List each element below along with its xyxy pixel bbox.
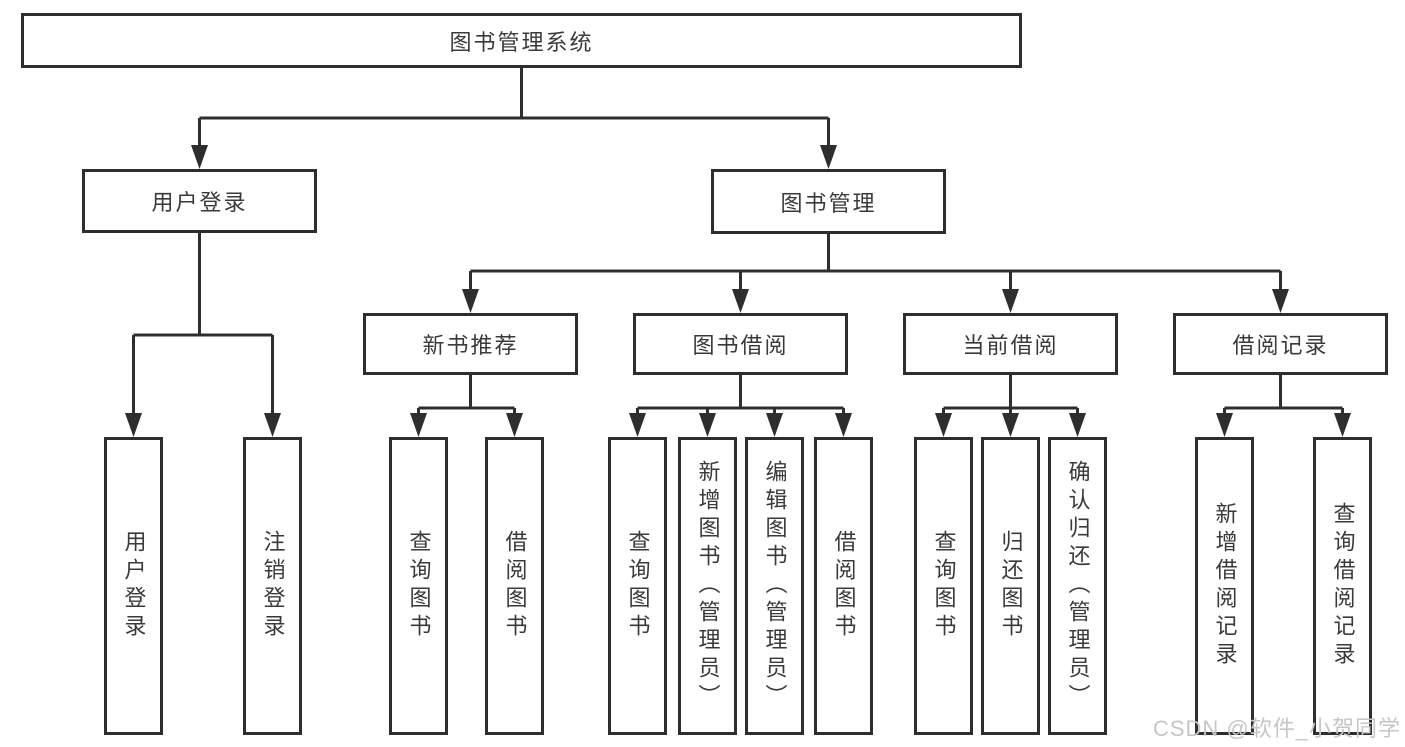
node-leaf-logout-label: 注销登录 — [260, 530, 286, 642]
node-leaf-query-books-current: 查询图书 — [914, 437, 973, 735]
node-branch-user-login-label: 用户登录 — [151, 190, 248, 215]
node-leaf-query-borrow-record-label: 查询借阅记录 — [1330, 502, 1356, 670]
node-leaf-query-books-recommend-label: 查询图书 — [406, 530, 432, 642]
node-leaf-confirm-return-admin: 确认归还（管理员） — [1048, 437, 1107, 735]
node-group-book-borrow-label: 图书借阅 — [692, 333, 789, 358]
node-group-borrow-records: 借阅记录 — [1173, 313, 1388, 375]
node-root-label: 图书管理系统 — [449, 29, 594, 55]
node-leaf-query-books-borrow-label: 查询图书 — [625, 530, 651, 642]
node-branch-book-management-label: 图书管理 — [780, 190, 877, 216]
node-leaf-add-books-admin: 新增图书（管理员） — [678, 437, 737, 735]
node-leaf-return-books-label: 归还图书 — [998, 530, 1024, 642]
node-branch-user-login: 用户登录 — [82, 169, 317, 233]
node-group-book-borrow: 图书借阅 — [633, 313, 848, 375]
node-group-current-borrow-label: 当前借阅 — [962, 333, 1059, 358]
node-leaf-query-books-recommend: 查询图书 — [389, 437, 448, 735]
node-leaf-add-books-admin-label: 新增图书（管理员） — [695, 460, 721, 712]
node-leaf-query-borrow-record: 查询借阅记录 — [1313, 437, 1372, 735]
node-leaf-confirm-return-admin-label: 确认归还（管理员） — [1065, 460, 1091, 712]
node-leaf-borrow-books-recommend-label: 借阅图书 — [502, 530, 528, 642]
node-group-new-book-recommend: 新书推荐 — [363, 313, 578, 375]
node-root: 图书管理系统 — [21, 13, 1022, 68]
node-leaf-add-borrow-record-label: 新增借阅记录 — [1212, 502, 1238, 670]
node-leaf-query-books-borrow: 查询图书 — [608, 437, 667, 735]
node-leaf-query-books-current-label: 查询图书 — [931, 530, 957, 642]
node-leaf-edit-books-admin-label: 编辑图书（管理员） — [762, 460, 788, 712]
node-leaf-borrow-books: 借阅图书 — [814, 437, 873, 735]
node-group-current-borrow: 当前借阅 — [903, 313, 1118, 375]
node-leaf-user-login-label: 用户登录 — [121, 530, 147, 642]
node-leaf-user-login: 用户登录 — [104, 437, 163, 735]
node-leaf-edit-books-admin: 编辑图书（管理员） — [745, 437, 804, 735]
node-group-new-book-recommend-label: 新书推荐 — [422, 333, 519, 358]
node-leaf-logout: 注销登录 — [243, 437, 302, 735]
node-group-borrow-records-label: 借阅记录 — [1232, 333, 1329, 358]
node-leaf-borrow-books-recommend: 借阅图书 — [485, 437, 544, 735]
node-leaf-return-books: 归还图书 — [981, 437, 1040, 735]
csdn-watermark: CSDN @软件_小贺同学 — [1152, 716, 1401, 741]
node-branch-book-management: 图书管理 — [711, 169, 946, 234]
node-leaf-add-borrow-record: 新增借阅记录 — [1195, 437, 1254, 735]
node-leaf-borrow-books-label: 借阅图书 — [831, 530, 857, 642]
